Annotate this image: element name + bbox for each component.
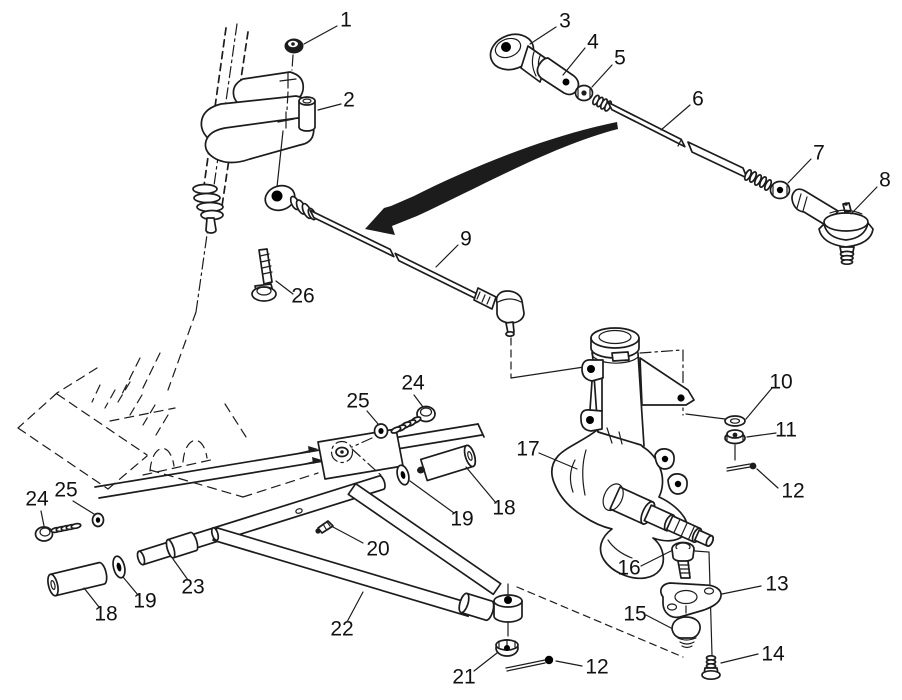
callout-11: 11 bbox=[775, 419, 797, 442]
callout-25-top: 25 bbox=[346, 390, 369, 413]
grease-fitting-20 bbox=[315, 520, 334, 534]
bolt-16 bbox=[671, 541, 695, 579]
callout-18-left: 18 bbox=[94, 603, 117, 626]
callout-8: 8 bbox=[879, 169, 891, 192]
jam-nut-5 bbox=[574, 84, 594, 102]
coupler-4 bbox=[536, 57, 580, 96]
callout-5: 5 bbox=[614, 47, 626, 70]
direction-arrow bbox=[365, 122, 618, 235]
jam-nut-7 bbox=[769, 180, 791, 200]
knuckle-gusset bbox=[639, 357, 695, 406]
bolt-26 bbox=[251, 248, 277, 302]
column-boot bbox=[192, 183, 224, 234]
bolt-14 bbox=[701, 654, 721, 681]
spindle bbox=[602, 483, 714, 547]
callout-3: 3 bbox=[559, 10, 571, 33]
callout-9: 9 bbox=[460, 228, 472, 251]
bushing-18-right bbox=[419, 444, 477, 482]
ball-joint-cup bbox=[493, 594, 523, 623]
callout-25-left: 25 bbox=[54, 479, 77, 502]
pivot-mount-plate bbox=[317, 428, 404, 480]
callout-6: 6 bbox=[692, 88, 704, 111]
a-arm-rear-tube bbox=[347, 482, 502, 596]
tie-rod-end-8 bbox=[791, 188, 874, 266]
callout-1: 1 bbox=[340, 9, 352, 32]
washer-19-left bbox=[112, 555, 126, 579]
callout-14: 14 bbox=[761, 643, 785, 666]
callout-21: 21 bbox=[452, 666, 475, 689]
nut-11 bbox=[724, 429, 746, 445]
callout-24-top: 24 bbox=[401, 372, 425, 395]
spacer-2 bbox=[298, 96, 316, 132]
callout-13: 13 bbox=[765, 573, 788, 596]
clamp-bar-lower bbox=[204, 117, 315, 164]
pivot-tube-23 bbox=[136, 475, 386, 566]
frame-rail bbox=[94, 423, 485, 499]
steering-column bbox=[192, 23, 316, 313]
steering-knuckle-17 bbox=[551, 327, 726, 580]
outer-tie-rod bbox=[489, 33, 874, 266]
tie-rod-9 bbox=[264, 184, 585, 379]
a-arm-assembly bbox=[34, 405, 684, 672]
bushing-18-left bbox=[47, 561, 108, 597]
washer-19-right bbox=[396, 464, 410, 486]
washer-25-left bbox=[91, 512, 105, 528]
hole-cross-marks bbox=[276, 54, 297, 188]
callout-20: 20 bbox=[366, 538, 389, 561]
callout-17: 17 bbox=[516, 438, 539, 461]
callout-19-left: 19 bbox=[133, 590, 156, 613]
callout-22: 22 bbox=[330, 618, 353, 641]
callout-24-left: 24 bbox=[25, 488, 49, 511]
callout-16: 16 bbox=[617, 557, 640, 580]
knuckle-fasteners bbox=[660, 415, 757, 681]
callout-2: 2 bbox=[343, 89, 355, 112]
callout-18-right: 18 bbox=[492, 497, 515, 520]
callout-7: 7 bbox=[813, 142, 825, 165]
cotter-pin-bottom-12 bbox=[505, 655, 554, 672]
nut-1 bbox=[284, 38, 304, 54]
callout-12-bottom: 12 bbox=[585, 656, 608, 679]
alignment-arrows bbox=[299, 446, 322, 465]
bolt-24-top bbox=[390, 405, 436, 434]
callout-4: 4 bbox=[587, 31, 599, 54]
washer-25-top bbox=[373, 423, 389, 439]
ball-joint-15 bbox=[671, 605, 701, 649]
callout-19-right: 19 bbox=[450, 508, 473, 531]
apex-stub bbox=[458, 592, 495, 622]
callout-labels: 1 2 3 4 5 6 7 8 9 26 10 11 12 17 25 24 1… bbox=[25, 9, 891, 689]
callout-23: 23 bbox=[181, 576, 204, 599]
callout-15: 15 bbox=[623, 603, 646, 626]
leader-lines bbox=[40, 25, 878, 672]
castle-nut-21 bbox=[495, 639, 519, 657]
tie-rod-6 bbox=[592, 94, 773, 191]
callout-26: 26 bbox=[291, 285, 314, 308]
cotter-pin-right-12 bbox=[726, 462, 757, 472]
callout-12-right: 12 bbox=[781, 480, 804, 503]
retainer-plate-13 bbox=[660, 582, 722, 619]
washer-10 bbox=[724, 415, 746, 427]
callout-10: 10 bbox=[769, 371, 792, 394]
bolt-24-left bbox=[34, 522, 82, 542]
